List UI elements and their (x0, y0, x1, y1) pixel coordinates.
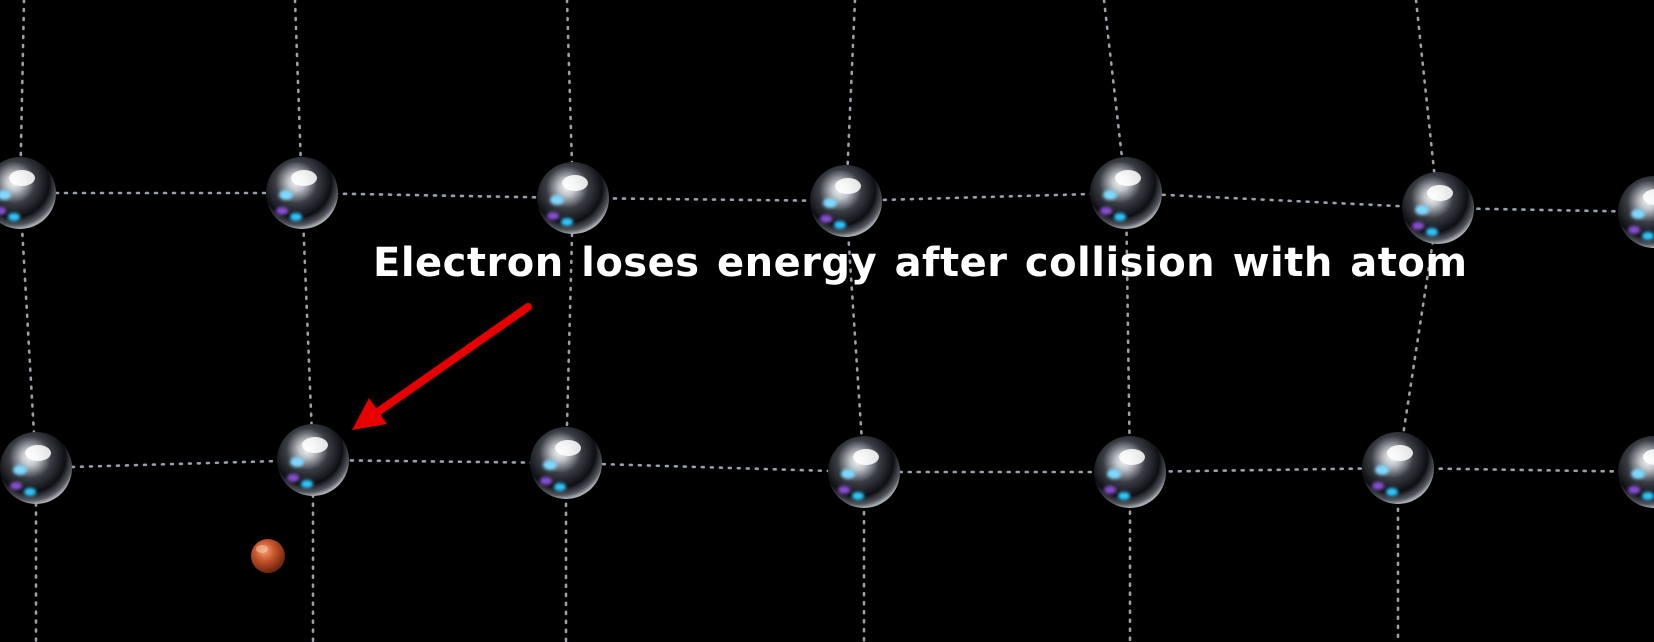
atom-icon (828, 436, 900, 508)
lattice-line (844, 0, 866, 642)
atom-icon (1618, 436, 1654, 508)
lattice-line (1396, 0, 1440, 642)
atom-icon (1094, 436, 1166, 508)
lattice-atoms (0, 157, 1654, 508)
collided-atom-icon (277, 424, 349, 496)
caption-text: Electron loses energy after collision wi… (373, 240, 1468, 286)
electron-icon (251, 539, 285, 573)
atom-icon (810, 165, 882, 237)
atom-icon (530, 427, 602, 499)
atom-icon (1618, 176, 1654, 248)
red-arrow-icon (352, 303, 532, 430)
lattice-line (564, 0, 575, 642)
atom-icon (1402, 172, 1474, 244)
atom-icon (537, 162, 609, 234)
atom-icon (0, 157, 56, 229)
lattice-line (18, 0, 38, 642)
atom-icon (1362, 432, 1434, 504)
atom-icon (266, 157, 338, 229)
lattice-line (1102, 0, 1132, 642)
atom-icon (1090, 157, 1162, 229)
lattice-line (293, 0, 315, 642)
atom-icon (0, 432, 72, 504)
